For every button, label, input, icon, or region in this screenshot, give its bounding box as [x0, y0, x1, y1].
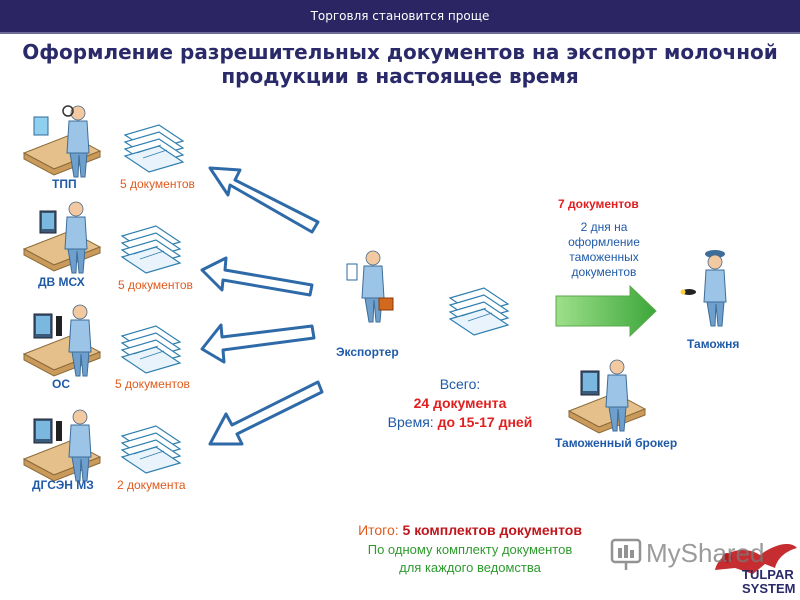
tpp-figure-icon	[23, 105, 101, 178]
exporter-docs-icon	[449, 287, 509, 336]
customs-broker-icon	[568, 359, 646, 434]
customs-days-text: 2 дня на оформление таможенных документо…	[568, 220, 640, 279]
header-title: Торговля становится проще	[310, 9, 490, 23]
watermark-text: MyShared	[646, 538, 765, 568]
agency-docs-dv-msh: 5 документов	[118, 278, 193, 292]
slide-title: Оформление разрешительных документов на …	[22, 40, 778, 88]
arrow-to-dgsen-icon	[208, 380, 324, 446]
agency-name-os: ОС	[52, 377, 70, 391]
os-docs-icon	[121, 325, 181, 374]
customs-officer-icon	[680, 250, 727, 327]
arrow-to-dv-msh-icon	[200, 256, 314, 297]
agency-docs-tpp: 5 документов	[120, 177, 195, 191]
summary-line-1: Итого: 5 комплектов документов	[320, 522, 620, 538]
os-figure-icon	[23, 304, 101, 377]
total-docs: 24 документа	[413, 395, 507, 411]
arrow-to-customs-icon	[555, 284, 657, 338]
total-time: Время: до 15-17 дней	[370, 414, 550, 430]
customs-label: Таможня	[687, 337, 740, 351]
total-time-label: Время:	[387, 414, 438, 430]
exporter-figure-icon	[346, 250, 394, 323]
summary-value: 5 комплектов документов	[402, 522, 582, 538]
arrow-to-tpp-icon	[208, 166, 320, 234]
header-bar: Торговля становится проще	[0, 0, 800, 34]
exporter-label: Экспортер	[336, 345, 399, 359]
logo-line-1: TULPAR	[742, 567, 794, 582]
customs-broker-label: Таможенный брокер	[555, 436, 678, 450]
dgsen-mz-docs-icon	[121, 425, 181, 474]
arrow-to-os-icon	[200, 323, 316, 364]
dgsen-mz-figure-icon	[23, 409, 101, 482]
agency-name-dv-msh: ДВ МСХ	[38, 275, 85, 289]
tulpar-logo-icon	[715, 544, 797, 574]
summary-line-2: По одному комплекту документов	[367, 542, 573, 557]
logo-line-2: SYSTEM	[742, 581, 796, 596]
agency-docs-os: 5 документов	[115, 377, 190, 391]
tpp-docs-icon	[124, 124, 184, 173]
agency-name-tpp: ТПП	[52, 177, 77, 191]
total-label: Всего:	[439, 376, 481, 392]
summary-line-3: для каждого ведомства	[399, 560, 541, 575]
agency-name-dgsen-mz: ДГСЭН МЗ	[32, 478, 94, 492]
watermark-icon	[610, 538, 642, 570]
dv-msh-figure-icon	[23, 201, 101, 274]
dv-msh-docs-icon	[121, 225, 181, 274]
agency-docs-dgsen-mz: 2 документа	[117, 478, 186, 492]
summary-label: Итого:	[358, 522, 403, 538]
total-time-value: до 15-17 дней	[437, 414, 533, 430]
customs-docs-count: 7 документов	[558, 197, 639, 211]
